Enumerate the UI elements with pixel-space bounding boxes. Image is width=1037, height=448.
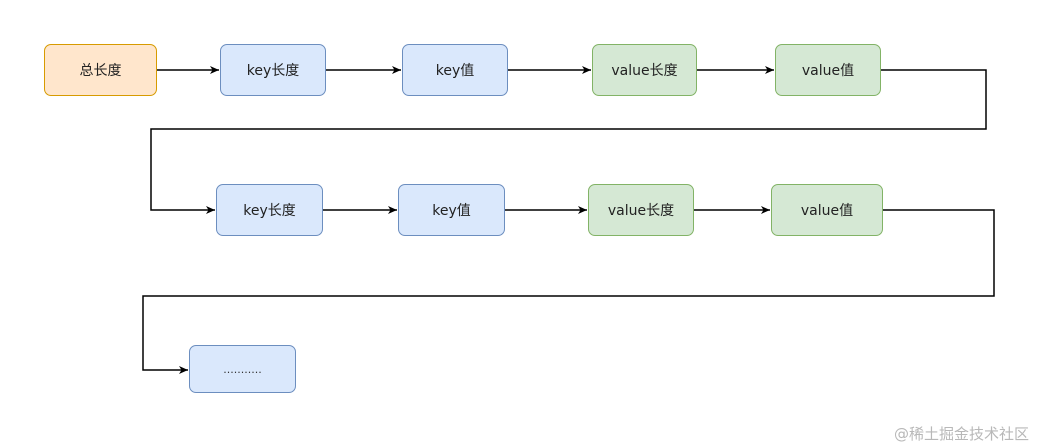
node-key-value: key值 bbox=[402, 44, 508, 96]
node-value-length: value长度 bbox=[588, 184, 694, 236]
node-label: ........... bbox=[223, 362, 262, 376]
watermark: @稀土掘金技术社区 bbox=[893, 425, 1029, 443]
node-label: key长度 bbox=[243, 203, 296, 219]
node-label: value值 bbox=[800, 203, 854, 219]
node-key-length: key长度 bbox=[216, 184, 323, 236]
node-ellipsis: ........... bbox=[189, 345, 296, 393]
node-label: key值 bbox=[435, 63, 475, 79]
node-label: key长度 bbox=[246, 63, 300, 79]
node-label: key值 bbox=[432, 203, 471, 219]
node-value-value: value值 bbox=[775, 44, 881, 96]
connector-wrap bbox=[150, 69, 987, 214]
node-value-length: value长度 bbox=[592, 44, 697, 96]
node-total-length: 总长度 bbox=[44, 44, 157, 96]
node-label: value长度 bbox=[607, 203, 675, 219]
node-label: value长度 bbox=[611, 63, 678, 79]
node-value-value: value值 bbox=[771, 184, 883, 236]
node-label: value值 bbox=[801, 63, 855, 79]
node-key-value: key值 bbox=[398, 184, 505, 236]
connector-wrap bbox=[142, 209, 995, 374]
node-key-length: key长度 bbox=[220, 44, 326, 96]
node-label: 总长度 bbox=[79, 63, 122, 79]
